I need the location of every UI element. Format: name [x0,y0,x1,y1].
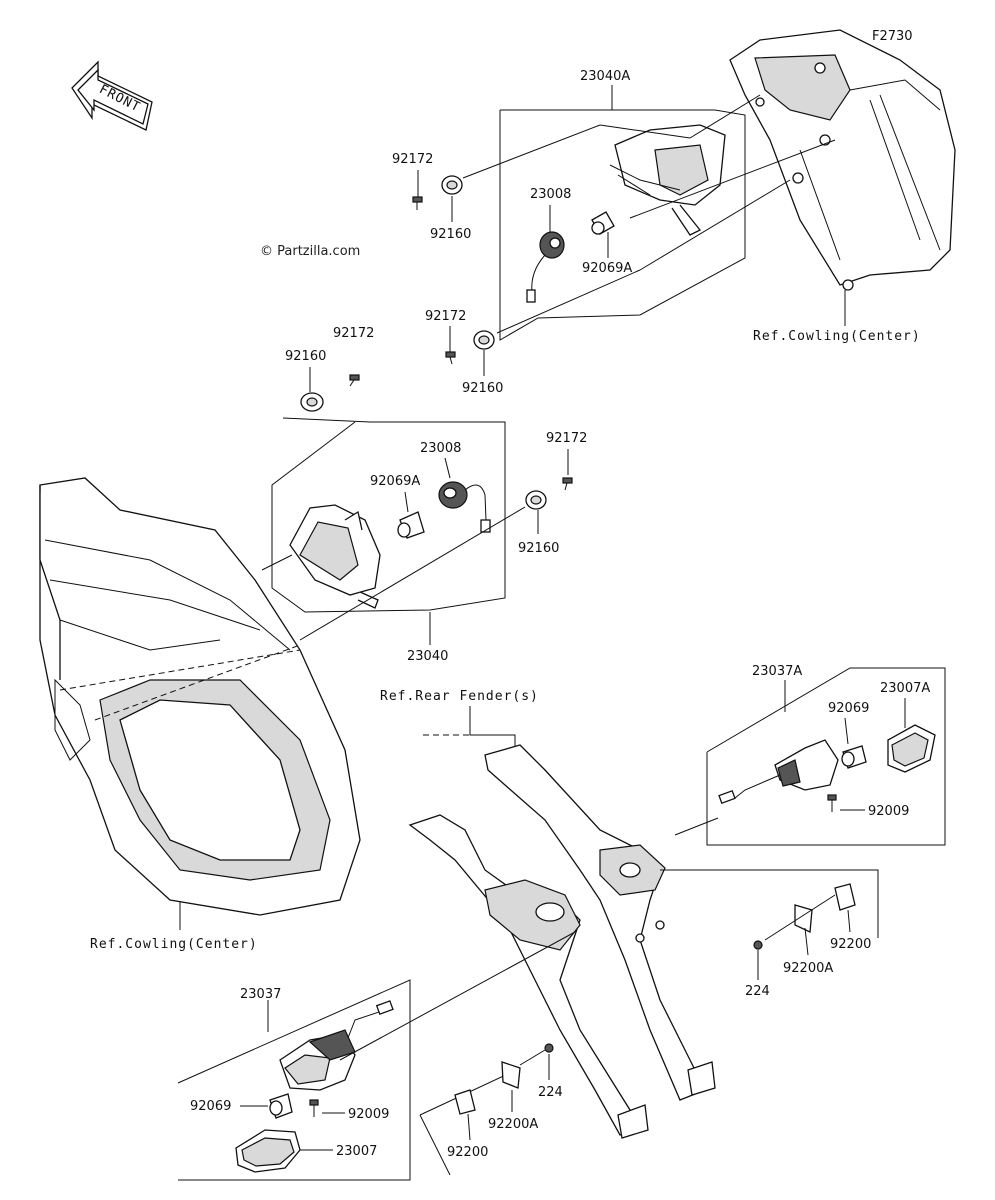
part-23008-mid: 23008 [420,441,461,456]
nut-224-left [544,1043,554,1053]
ref-cowling-left: Ref.Cowling(Center) [90,937,258,952]
plate-92200A-left [501,1061,521,1089]
part-224-right: 224 [745,984,770,999]
screw-92009-left [309,1099,319,1117]
grommet-92160-b [473,330,495,350]
part-92160-b: 92160 [462,381,503,396]
turn-signal-23037A [718,739,839,804]
part-23040A: 23040A [580,69,630,84]
part-23007A: 23007A [880,681,930,696]
part-92069A-top: 92069A [582,261,632,276]
turn-signal-assembly-top [609,124,726,236]
plate-92200A-right [794,904,813,933]
grommet-92160-c [300,392,324,412]
bulb-92069A-top [591,211,615,235]
lens-23007A [887,724,936,773]
part-23040: 23040 [407,649,448,664]
plate-92200-right [834,883,856,911]
part-23007: 23007 [336,1144,377,1159]
part-92172-c: 92172 [333,326,374,341]
front-arrow-icon: FRONT [71,60,153,131]
part-92200-left: 92200 [447,1145,488,1160]
part-92069-right: 92069 [828,701,869,716]
watermark: © Partzilla.com [260,244,360,259]
cowling-center-top [729,29,956,291]
part-92172-d: 92172 [546,431,587,446]
group-23037A-outline [706,667,946,846]
cowling-center-left [39,477,361,916]
part-224-left: 224 [538,1085,563,1100]
ref-rear-fender: Ref.Rear Fender(s) [380,689,539,704]
screw-92172-d [562,477,573,491]
screw-92009-right [827,794,837,812]
bulb-92069A-mid [397,511,425,539]
screw-92172-b [445,351,456,365]
part-92200-right: 92200 [830,937,871,952]
grommet-92160-a [441,175,463,195]
rear-fender-bracket [408,744,716,1139]
grommet-92160-d [525,490,547,510]
part-92009-left: 92009 [348,1107,389,1122]
socket-23008-top [526,231,565,303]
socket-23008-mid [438,481,491,533]
lens-23007 [235,1129,301,1173]
part-23037A: 23037A [752,664,802,679]
part-92069A-mid: 92069A [370,474,420,489]
part-92160-a: 92160 [430,227,471,242]
nut-224-right [753,940,763,950]
part-92172-b: 92172 [425,309,466,324]
group-23040-outline [271,417,506,645]
plate-92200-left [454,1089,476,1115]
group-23040A-outline [499,85,746,341]
ref-cowling-top: Ref.Cowling(Center) [753,329,921,344]
group-23037-outline [177,979,411,1181]
part-92200A-right: 92200A [783,961,833,976]
turn-signal-23037 [279,1000,394,1091]
part-23008-top: 23008 [530,187,571,202]
screw-92172-a [412,196,423,210]
part-92009-right: 92009 [868,804,909,819]
part-92160-c: 92160 [285,349,326,364]
bulb-92069-left [269,1093,293,1119]
part-92200A-left: 92200A [488,1117,538,1132]
part-92069-left: 92069 [190,1099,231,1114]
bulb-92069-right [841,745,867,769]
part-92172-a: 92172 [392,152,433,167]
part-92160-d: 92160 [518,541,559,556]
screw-92172-c [349,374,360,387]
part-23037: 23037 [240,987,281,1002]
diagram-id: F2730 [872,29,913,44]
turn-signal-assembly-mid [289,504,381,609]
